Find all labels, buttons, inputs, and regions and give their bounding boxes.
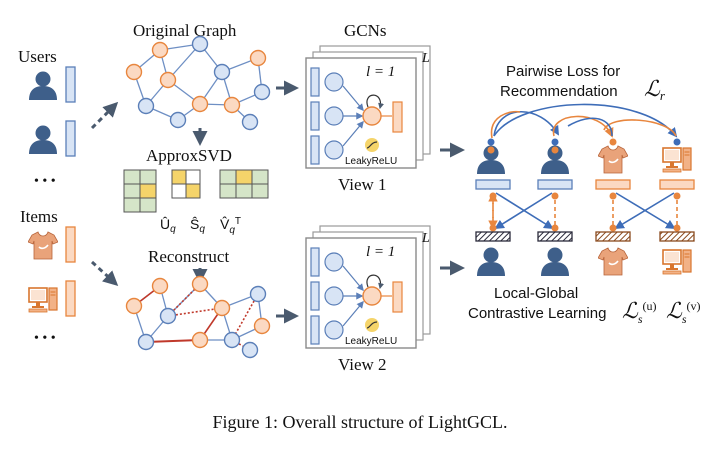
svd-v-label: V̂qT xyxy=(220,216,241,236)
view2-output-node xyxy=(362,286,382,306)
computer-icon xyxy=(662,147,692,173)
computer-icon xyxy=(662,249,692,275)
user-icon xyxy=(29,125,57,154)
view1-title: View 1 xyxy=(338,175,387,194)
view2-input-bars xyxy=(310,247,320,345)
gcn-view1-panels xyxy=(305,45,431,169)
item-embedding-bar xyxy=(65,280,76,317)
users-ellipsis: • • • xyxy=(34,174,56,189)
original-graph-title: Original Graph xyxy=(133,21,237,40)
contrastive-links xyxy=(488,192,678,230)
matrix-s xyxy=(171,169,201,199)
view1-output-node xyxy=(362,106,382,126)
user-icon xyxy=(29,71,57,100)
matrix-v xyxy=(219,169,269,199)
view2-embeddings xyxy=(475,231,695,242)
contrast-dots xyxy=(489,192,681,232)
pairwise-arcs xyxy=(490,103,678,139)
item-embedding-bar xyxy=(65,226,76,263)
user-icon xyxy=(477,247,505,276)
view1-activation-curve xyxy=(366,141,378,149)
shirt-icon xyxy=(598,145,628,174)
loss-r-label: ℒr xyxy=(644,76,666,103)
svd-u-label: Ûq xyxy=(160,216,176,235)
view2-layer-label: l = 1 xyxy=(366,244,395,260)
items-ellipsis: • • • xyxy=(34,331,56,346)
loss-su-label: ℒs(u) xyxy=(622,298,657,326)
user-embedding-bar xyxy=(65,120,76,157)
items-label: Items xyxy=(20,207,58,226)
local-global-line1: Local-Global xyxy=(494,285,578,302)
view2-aggregation-edges xyxy=(342,265,364,327)
view2-self-loop xyxy=(366,274,384,290)
shirt-icon xyxy=(28,231,58,260)
view1-layer-label: l = 1 xyxy=(366,64,395,80)
view1-input-bars xyxy=(310,67,320,165)
view1-aggregation-edges xyxy=(342,85,364,147)
user-icon xyxy=(541,247,569,276)
view2-output-bar xyxy=(392,281,403,313)
matrix-u xyxy=(123,169,157,213)
view2-title: View 2 xyxy=(338,355,387,374)
shirt-icon xyxy=(598,247,628,276)
local-global-line2: Contrastive Learning xyxy=(468,305,606,322)
user-embedding-bar xyxy=(65,66,76,103)
view1-embeddings xyxy=(475,179,695,190)
users-label: Users xyxy=(18,47,57,66)
original-graph-nodes xyxy=(125,35,271,131)
approx-svd-title: ApproxSVD xyxy=(146,146,232,165)
loss-sv-label: ℒs(v) xyxy=(666,298,701,326)
figure-caption: Figure 1: Overall structure of LightGCL. xyxy=(213,412,508,432)
pairwise-loss-line2: Recommendation xyxy=(500,83,618,100)
view1-output-bar xyxy=(392,101,403,133)
view2-input-nodes xyxy=(324,252,344,340)
pairwise-loss-line1: Pairwise Loss for xyxy=(506,63,620,80)
view1-self-loop xyxy=(366,94,384,110)
top-row-dots xyxy=(487,138,681,154)
reconstructed-graph-nodes xyxy=(125,275,271,359)
svd-s-label: Ŝq xyxy=(190,216,205,235)
view1-input-nodes xyxy=(324,72,344,160)
view1-layer-count: L xyxy=(421,51,430,66)
view2-activation-label: LeakyReLU xyxy=(345,336,397,347)
arrow-to-original-graph xyxy=(90,101,119,130)
view2-activation-icon xyxy=(365,318,379,332)
computer-icon xyxy=(28,287,58,313)
view1-activation-icon xyxy=(365,138,379,152)
view2-activation-curve xyxy=(366,321,378,329)
reconstruct-title: Reconstruct xyxy=(148,247,229,266)
arrow-to-reconstructed-graph xyxy=(90,260,119,287)
view2-layer-count: L xyxy=(421,231,430,246)
gcns-title: GCNs xyxy=(344,21,387,40)
view1-activation-label: LeakyReLU xyxy=(345,156,397,167)
